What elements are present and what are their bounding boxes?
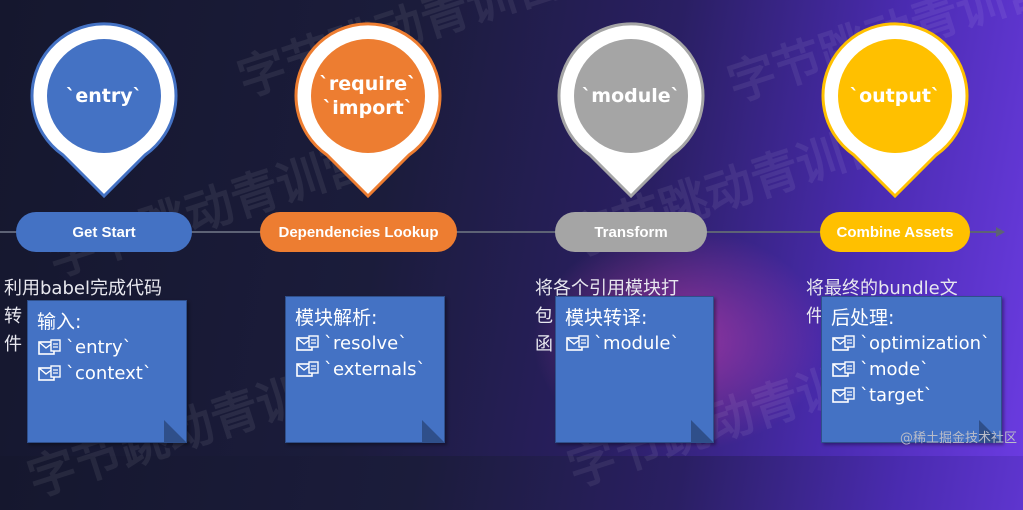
- pin-module: `module`: [554, 22, 708, 200]
- timeline-line: [0, 231, 1000, 233]
- credit-text: @稀土掘金技术社区: [899, 431, 1017, 446]
- pin-core: [47, 39, 161, 153]
- pin-require-import: `require` `import`: [291, 22, 445, 200]
- note-title: 输入:: [37, 311, 82, 333]
- pin-entry: `entry`: [27, 22, 181, 200]
- note-list-item: `context`: [38, 361, 186, 387]
- timeline-arrowhead: [996, 227, 1005, 237]
- note-post-processing: 后处理: `optimization` `mode` `target`: [821, 296, 1002, 443]
- note-module-transform: 模块转译: `module`: [555, 296, 714, 443]
- pin-label: `module`: [581, 85, 681, 107]
- stage-pill-combine-assets: Combine Assets: [820, 212, 970, 252]
- note-input: 输入: `entry` `context`: [27, 300, 187, 443]
- pin-label: `output`: [849, 85, 941, 107]
- pin-core: [311, 39, 425, 153]
- mail-icon: [38, 365, 62, 383]
- stage-pill-transform: Transform: [555, 212, 707, 252]
- pin-core: [838, 39, 952, 153]
- note-item-text: `context`: [66, 363, 152, 384]
- mail-icon: [566, 335, 590, 353]
- pin-shape: [30, 22, 178, 199]
- note-corner-fold: [691, 420, 713, 442]
- mail-icon: [296, 361, 320, 379]
- mail-icon: [296, 335, 320, 353]
- note-title: 模块解析:: [295, 307, 378, 329]
- note-list-item: `optimization`: [832, 331, 1001, 357]
- mail-icon: [832, 361, 856, 379]
- stage-description: 利用babel完成代码 转 件: [4, 278, 162, 355]
- note-list-item: `externals`: [296, 357, 444, 383]
- note-list-item: `mode`: [832, 357, 1001, 383]
- pin-core: [574, 39, 688, 153]
- note-item-text: `mode`: [860, 359, 930, 380]
- note-list-item: `entry`: [38, 335, 186, 361]
- note-list-item: `resolve`: [296, 331, 444, 357]
- note-item-text: `optimization`: [860, 333, 990, 354]
- note-list-item: `target`: [832, 383, 1001, 409]
- note-corner-fold: [979, 420, 1001, 442]
- note-item-text: `target`: [860, 385, 933, 406]
- mail-icon: [38, 339, 62, 357]
- note-item-text: `module`: [594, 333, 680, 354]
- mail-icon: [832, 387, 856, 405]
- pin-label: `require` `import`: [319, 73, 417, 119]
- pin-label: `entry`: [65, 85, 143, 107]
- pin-output: `output`: [818, 22, 972, 200]
- pin-shape: [557, 22, 705, 199]
- mail-icon: [832, 335, 856, 353]
- note-module-resolution: 模块解析: `resolve` `externals`: [285, 296, 445, 443]
- note-corner-fold: [422, 420, 444, 442]
- note-corner-fold: [164, 420, 186, 442]
- stage-pill-get-start: Get Start: [16, 212, 192, 252]
- stage-pill-dependencies-lookup: Dependencies Lookup: [260, 212, 457, 252]
- note-item-text: `externals`: [324, 359, 426, 380]
- note-item-text: `resolve`: [324, 333, 408, 354]
- stage-description: 将各个引用模块打 包 函: [535, 278, 679, 355]
- note-list-item: `module`: [566, 331, 713, 357]
- note-title: 模块转译:: [565, 307, 648, 329]
- note-item-text: `entry`: [66, 337, 132, 358]
- stage-description: 将最终的bundle文 件: [806, 278, 958, 327]
- note-title: 后处理:: [831, 307, 895, 329]
- pin-shape: [821, 22, 969, 199]
- pin-shape: [294, 22, 442, 199]
